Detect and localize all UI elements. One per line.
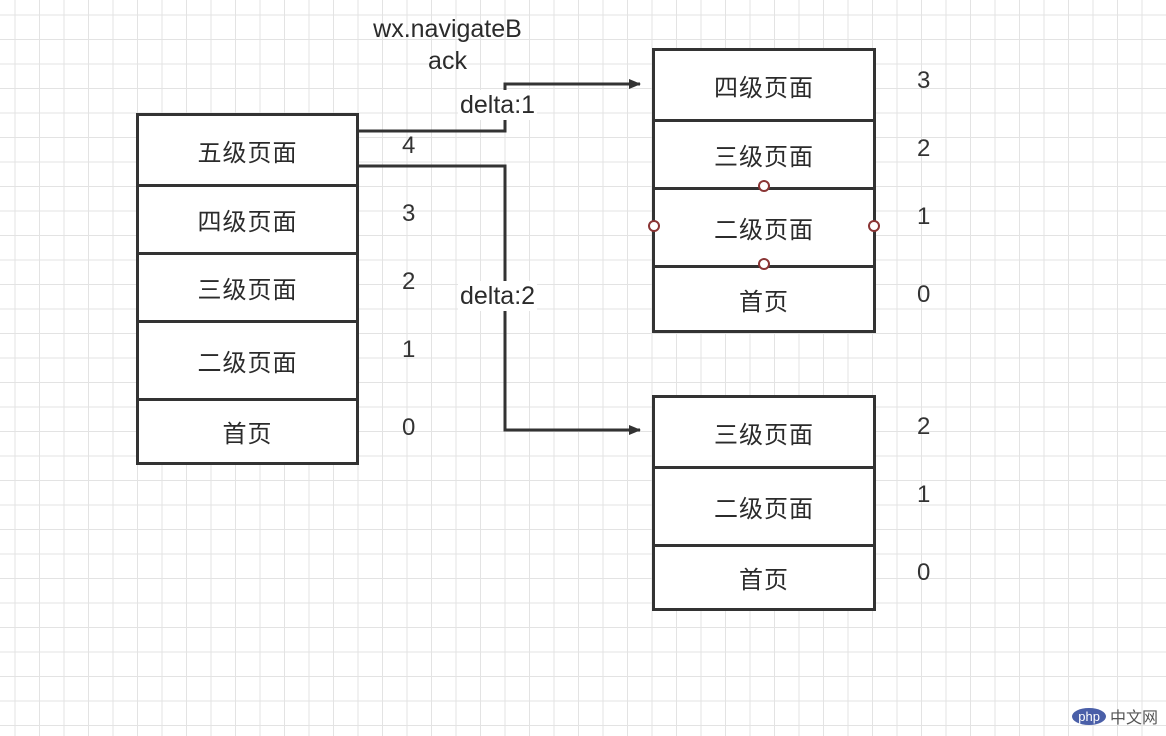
stack-index: 1 [917, 203, 931, 230]
stack-index: 2 [917, 413, 931, 440]
resize-handle[interactable] [758, 180, 770, 192]
stack-index: 2 [402, 268, 416, 295]
stack-cell: 三级页面 [655, 119, 873, 187]
bottom-right-page-stack: 三级页面 二级页面 首页 [652, 395, 876, 611]
resize-handle[interactable] [868, 220, 880, 232]
stack-index: 0 [917, 281, 931, 308]
stack-index: 3 [402, 200, 416, 227]
watermark-logo: php [1072, 707, 1106, 725]
stack-cell: 二级页面 [655, 187, 873, 265]
delta1-label: delta:1 [458, 90, 538, 120]
resize-handle[interactable] [758, 258, 770, 270]
stack-index: 1 [402, 336, 416, 363]
stack-index: 3 [917, 67, 931, 94]
delta2-label: delta:2 [458, 281, 538, 311]
stack-index: 2 [917, 135, 931, 162]
stack-cell: 三级页面 [139, 252, 356, 320]
stack-cell: 二级页面 [655, 466, 873, 544]
stack-cell: 首页 [655, 265, 873, 330]
stack-cell: 四级页面 [139, 184, 356, 252]
stack-cell: 首页 [655, 544, 873, 608]
stack-cell: 首页 [139, 398, 356, 462]
stack-index: 4 [402, 132, 416, 159]
top-right-page-stack: 四级页面 三级页面 二级页面 首页 [652, 48, 876, 333]
stack-index: 0 [402, 414, 416, 441]
stack-cell: 二级页面 [139, 320, 356, 398]
left-page-stack: 五级页面 四级页面 三级页面 二级页面 首页 [136, 113, 359, 465]
stack-cell: 三级页面 [714, 420, 814, 449]
stack-index: 0 [917, 559, 931, 586]
stack-cell: 四级页面 [714, 73, 814, 102]
watermark: php 中文网 [1072, 704, 1158, 728]
stack-cell: 五级页面 [197, 138, 298, 167]
resize-handle[interactable] [648, 220, 660, 232]
watermark-text: 中文网 [1109, 708, 1158, 727]
diagram-title: wx.navigateB ack [373, 15, 522, 75]
stack-index: 1 [917, 481, 931, 508]
